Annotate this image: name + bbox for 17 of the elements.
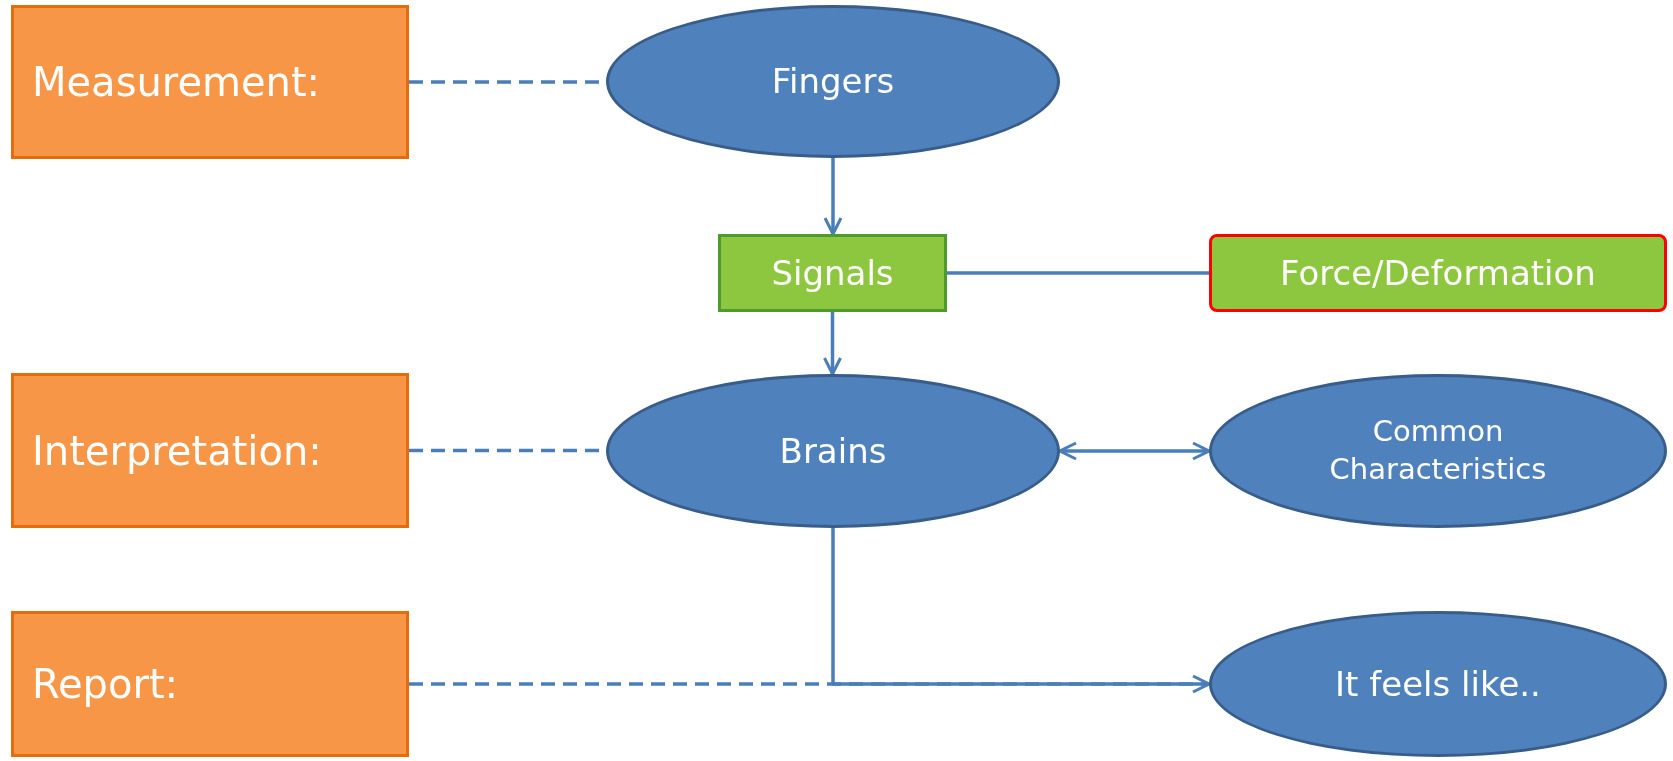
process-box [1209,234,1667,312]
node-label: Signals [771,251,894,295]
node-label: Measurement: [32,58,321,107]
node-label: Brains [779,429,887,473]
node-label: Force/Deformation [1280,251,1596,295]
node-label: Interpretation: [32,426,322,476]
arrow [823,158,843,236]
node-label: It feels like.. [1335,662,1541,706]
arrow [1058,441,1211,461]
node-label: Common Characteristics [1328,413,1548,488]
node-label: Report: [32,660,179,709]
process-box [718,234,947,312]
stage-box [11,611,409,757]
arrow [823,312,842,376]
stage-box [11,5,409,159]
node-label: Fingers [771,60,895,104]
stage-box [11,373,409,528]
